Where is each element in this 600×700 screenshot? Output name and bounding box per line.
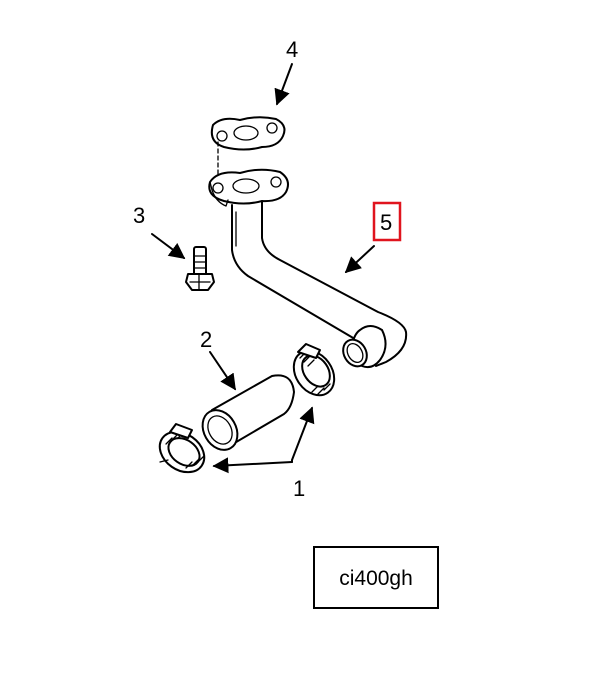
hose[interactable] bbox=[196, 374, 295, 456]
callout-2: 2 bbox=[200, 327, 212, 352]
callout-3: 3 bbox=[133, 203, 145, 228]
hose-clamp-upper[interactable] bbox=[285, 343, 342, 403]
callout-5-highlight bbox=[372, 201, 402, 242]
leader-4 bbox=[274, 63, 293, 106]
bolt[interactable] bbox=[185, 246, 215, 291]
coolant-pipe[interactable] bbox=[208, 168, 408, 371]
callout-5[interactable]: 5 bbox=[380, 210, 392, 235]
reference-code-box bbox=[313, 546, 439, 609]
leader-2 bbox=[209, 351, 236, 391]
callout-1: 1 bbox=[293, 476, 305, 501]
callout-4: 4 bbox=[286, 37, 298, 62]
leader-5 bbox=[344, 245, 375, 274]
reference-code: ci400gh bbox=[339, 567, 413, 590]
gasket[interactable] bbox=[210, 116, 286, 151]
leader-1 bbox=[291, 406, 315, 463]
leader-3 bbox=[151, 233, 186, 259]
hose-clamp-lower[interactable] bbox=[152, 423, 212, 480]
